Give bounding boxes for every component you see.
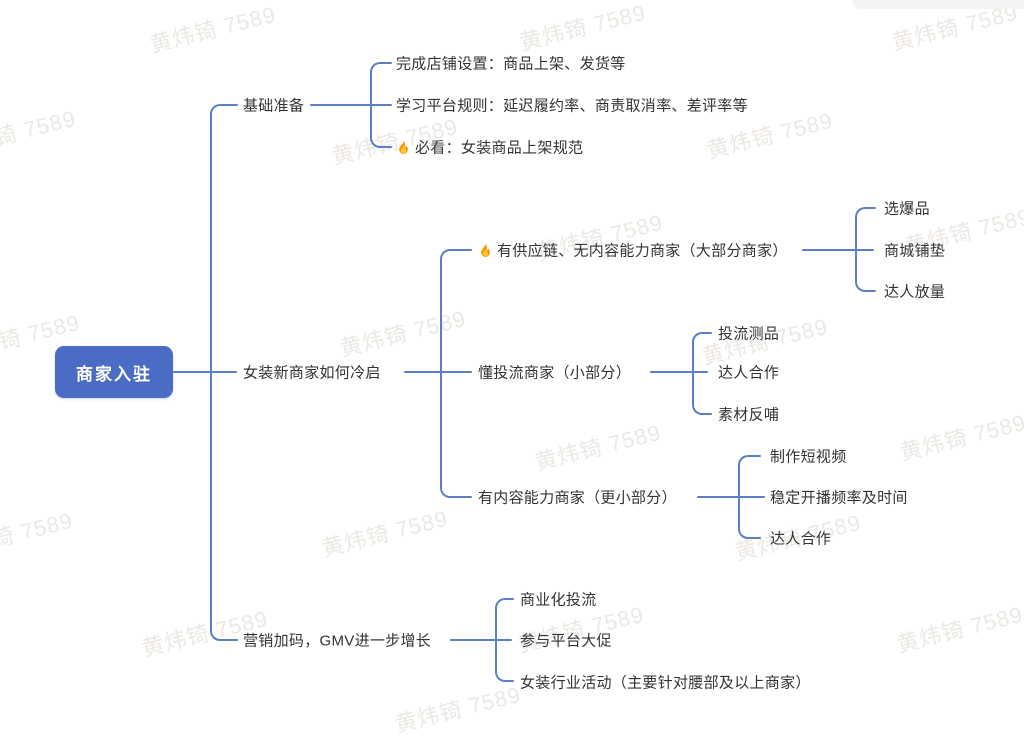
- connector-b1-bottom-corner: [370, 136, 382, 148]
- watermark-text: 黄炜锜 7589: [392, 681, 524, 738]
- connector-b2c3-top-corner: [738, 455, 750, 467]
- connector-trunk-bottom-corner: [210, 629, 222, 641]
- node-content-capable-merchants[interactable]: 有内容能力商家（更小部分）: [478, 487, 677, 508]
- connector-b2c2-sub: [692, 343, 694, 404]
- connector-b2-top-corner: [440, 249, 452, 261]
- node-label: 有内容能力商家（更小部分）: [478, 489, 677, 507]
- watermark-text: 黄炜锜 7589: [894, 601, 1024, 658]
- connector-b2-bottom-corner: [440, 486, 452, 498]
- node-marketing-boost[interactable]: 营销加码，GMV进一步增长: [243, 630, 431, 651]
- connector-b2c3: [451, 496, 472, 498]
- node-label: 投流测品: [718, 325, 780, 343]
- node-label: 营销加码，GMV进一步增长: [243, 632, 432, 650]
- connector-trunk-to-b1: [221, 104, 238, 106]
- connector-b2c2-top-corner: [692, 332, 704, 344]
- connector-b1-top-corner: [370, 62, 382, 74]
- connector-b2c1-bottom-corner: [855, 280, 867, 292]
- connector-b2c1-feed: [802, 249, 874, 251]
- node-label: 完成店铺设置：商品上架、发货等: [396, 55, 626, 73]
- flame-icon: [399, 140, 408, 154]
- node-label: 稳定开播频率及时间: [770, 489, 908, 507]
- node-label: 达人合作: [770, 530, 832, 548]
- connector-b2c3a: [749, 455, 761, 457]
- watermark-text: 黄炜锜 7589: [0, 507, 76, 564]
- node-ad-testing[interactable]: 投流测品: [718, 323, 779, 344]
- flame-icon: [481, 243, 490, 257]
- node-root[interactable]: 商家入驻: [55, 346, 173, 398]
- node-label: 有供应链、无内容能力商家（大部分商家）: [497, 242, 788, 260]
- connector-b2c3-bottom-corner: [738, 527, 750, 539]
- connector-root: [173, 371, 237, 373]
- connector-b2c3-sub: [738, 466, 740, 528]
- connector-b2c2c: [703, 413, 712, 415]
- connector-b2c1-top-corner: [855, 207, 867, 219]
- node-platform-rules[interactable]: 学习平台规则：延迟履约率、商责取消率、差评率等: [396, 95, 748, 116]
- horizontal-scrollbar[interactable]: [852, 0, 1024, 9]
- connector-b3c3: [506, 680, 514, 682]
- node-pick-hot-items[interactable]: 选爆品: [884, 198, 930, 219]
- connector-b3-feed: [450, 639, 512, 641]
- node-label: 懂投流商家（小部分）: [478, 364, 632, 382]
- node-label: 必看：女装商品上架规范: [415, 139, 584, 157]
- node-shop-setup[interactable]: 完成店铺设置：商品上架、发货等: [396, 53, 626, 74]
- node-must-read[interactable]: 必看：女装商品上架规范: [396, 137, 583, 158]
- connector-b2-feed: [404, 371, 472, 373]
- watermark-text: 黄炜锜 7589: [337, 305, 469, 362]
- node-label: 制作短视频: [770, 448, 847, 466]
- node-label: 基础准备: [243, 97, 305, 115]
- node-commercial-ads[interactable]: 商业化投流: [520, 589, 597, 610]
- node-industry-events[interactable]: 女装行业活动（主要针对腰部及以上商家）: [520, 672, 811, 693]
- watermark-text: 黄炜锜 7589: [532, 419, 664, 476]
- connector-b2c1c: [866, 290, 876, 292]
- connector-b2c2-feed: [650, 371, 708, 373]
- connector-trunk: [210, 115, 212, 630]
- connector-b3-top-corner: [495, 598, 507, 610]
- node-root-label: 商家入驻: [76, 364, 152, 384]
- watermark-text: 黄炜锜 7589: [897, 409, 1024, 466]
- node-label: 女装行业活动（主要针对腰部及以上商家）: [520, 674, 811, 692]
- node-label: 商城铺垫: [884, 242, 946, 260]
- node-stable-livestream[interactable]: 稳定开播频率及时间: [770, 487, 908, 508]
- connector-b3: [495, 609, 497, 671]
- connector-b2: [440, 260, 442, 487]
- node-influencer-coop-2[interactable]: 达人合作: [770, 528, 831, 549]
- node-label: 商业化投流: [520, 591, 597, 609]
- connector-b2c1a: [866, 207, 876, 209]
- node-label: 素材反哺: [718, 406, 780, 424]
- node-label: 参与平台大促: [520, 632, 612, 650]
- connector-b1c1: [381, 62, 392, 64]
- node-supply-chain-merchants[interactable]: 有供应链、无内容能力商家（大部分商家）: [478, 240, 788, 261]
- node-mall-groundwork[interactable]: 商城铺垫: [884, 240, 945, 261]
- watermark-text: 黄炜锜 7589: [0, 105, 79, 162]
- connector-trunk-to-b3: [221, 639, 238, 641]
- connector-b1c3: [381, 146, 392, 148]
- watermark-text: 黄炜锜 7589: [319, 505, 451, 562]
- watermark-text: 黄炜锜 7589: [147, 1, 279, 58]
- node-label: 女装新商家如何冷启: [243, 364, 381, 382]
- connector-b3c1: [506, 598, 514, 600]
- connector-b1-feed: [310, 104, 392, 106]
- connector-b2c3-feed: [697, 496, 765, 498]
- node-ad-savvy-merchants[interactable]: 懂投流商家（小部分）: [478, 362, 631, 383]
- connector-b2c2a: [703, 332, 712, 334]
- connector-b2c2-bottom-corner: [692, 403, 704, 415]
- connector-b2c3c: [749, 537, 761, 539]
- node-influencer-coop-1[interactable]: 达人合作: [718, 362, 779, 383]
- connector-trunk-top-corner: [210, 104, 222, 116]
- node-label: 达人合作: [718, 364, 780, 382]
- connector-b1: [370, 73, 372, 137]
- watermark-text: 黄炜锜 7589: [517, 0, 649, 56]
- node-short-videos[interactable]: 制作短视频: [770, 446, 847, 467]
- node-cold-start[interactable]: 女装新商家如何冷启: [243, 362, 381, 383]
- node-material-feedback[interactable]: 素材反哺: [718, 404, 779, 425]
- connector-b2c1-sub: [855, 218, 857, 281]
- connector-b3-bottom-corner: [495, 670, 507, 682]
- connector-b2c1: [451, 249, 472, 251]
- node-label: 选爆品: [884, 200, 930, 218]
- node-influencer-volume[interactable]: 达人放量: [884, 281, 945, 302]
- node-label: 学习平台规则：延迟履约率、商责取消率、差评率等: [396, 97, 748, 115]
- node-label: 达人放量: [884, 283, 946, 301]
- node-platform-promotions[interactable]: 参与平台大促: [520, 630, 612, 651]
- node-basic-preparation[interactable]: 基础准备: [243, 95, 304, 116]
